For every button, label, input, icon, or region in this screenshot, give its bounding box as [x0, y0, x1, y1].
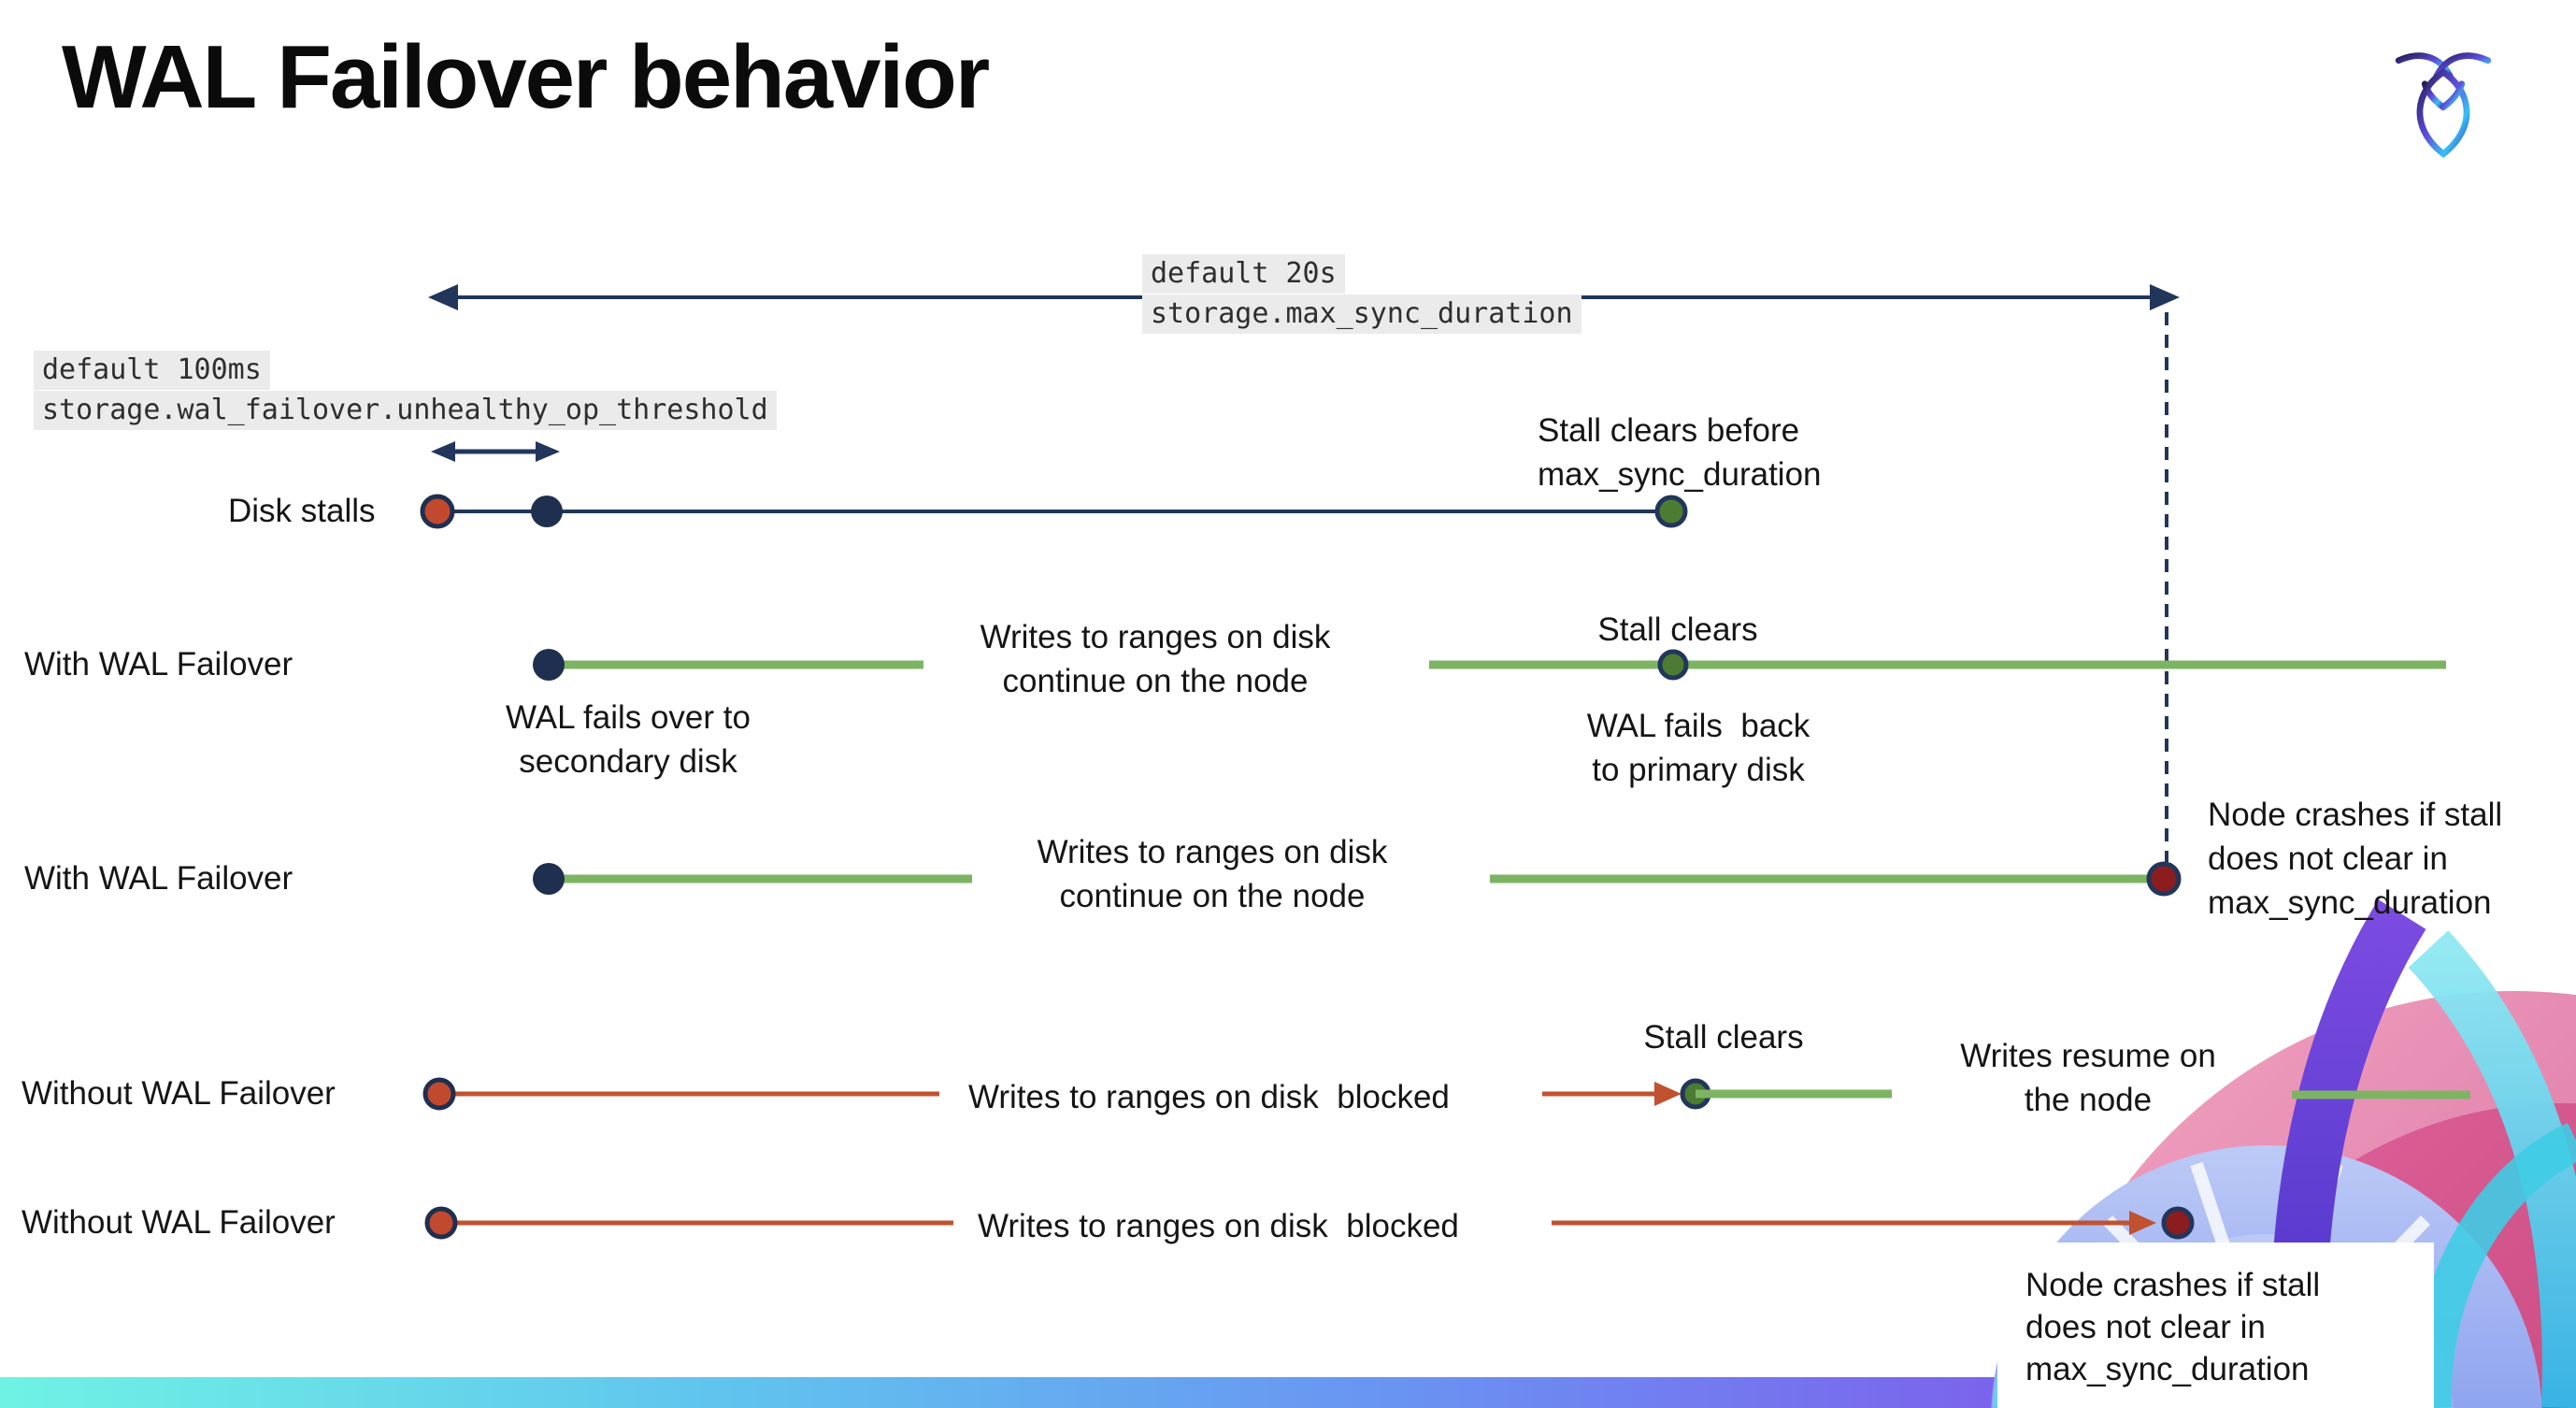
writes-blocked-row4-annotation: Writes to ranges on disk blocked: [968, 1079, 1450, 1115]
writes-continue-row3-annotation: Writes to ranges on disk continue on the…: [1037, 834, 1388, 914]
max-sync-default-label: default 20s: [1142, 254, 1345, 294]
small-arrowhead-right-icon: [536, 441, 560, 462]
row3-failover-dot: [533, 863, 565, 895]
row4-label: Without WAL Failover: [21, 1075, 336, 1112]
stall-clears-row2-annotation: Stall clears: [1597, 611, 1758, 648]
row5-red-arrowhead-icon: [2129, 1211, 2156, 1235]
row4-red-arrowhead-icon: [1654, 1082, 1682, 1106]
writes-continue-row2-annotation: Writes to ranges on disk continue on the…: [980, 619, 1331, 699]
row2-label: With WAL Failover: [24, 646, 293, 682]
arrowhead-left-icon: [428, 284, 458, 310]
row1-stall-clears-dot: [1654, 495, 1688, 528]
node-crashes-row5-annotation: Node crashes if stall does not clear in …: [2025, 1267, 2321, 1387]
row5-stall-start-dot: [424, 1206, 458, 1240]
max-sync-setting-name: storage.max_sync_duration: [1142, 295, 1581, 334]
cockroachdb-logo-icon: [2395, 52, 2492, 158]
row5-node-crash-dot: [2161, 1206, 2195, 1240]
writes-resume-annotation: Writes resume on the node: [1960, 1038, 2216, 1118]
row1-threshold-dot: [531, 496, 563, 527]
row1-stall-start-dot: [420, 494, 455, 529]
small-arrowhead-left-icon: [431, 441, 455, 462]
wal-fails-over-annotation: WAL fails over to secondary disk: [506, 699, 751, 780]
row1-label: Disk stalls: [228, 493, 376, 529]
stall-clears-before-annotation: Stall clears before max_sync_duration: [1538, 412, 1822, 493]
unhealthy-op-default-label: default 100ms: [34, 351, 270, 390]
writes-blocked-row5-annotation: Writes to ranges on disk blocked: [978, 1208, 1459, 1244]
row4-stall-start-dot: [422, 1077, 456, 1111]
wal-fails-back-annotation: WAL fails back to primary disk: [1586, 708, 1810, 788]
stall-clears-row4-annotation: Stall clears: [1643, 1019, 1804, 1056]
row3-label: With WAL Failover: [24, 860, 293, 897]
row2-failover-dot: [533, 649, 565, 681]
unhealthy-op-setting-name: storage.wal_failover.unhealthy_op_thresh…: [34, 391, 777, 430]
row5-label: Without WAL Failover: [21, 1204, 336, 1241]
page-title: WAL Failover behavior: [62, 27, 990, 127]
row2-stall-clears-dot: [1657, 649, 1689, 681]
row3-node-crash-dot: [2146, 861, 2182, 897]
arrowhead-right-icon: [2150, 284, 2180, 310]
node-crash-callout-box: Node crashes if stall does not clear in …: [1997, 1243, 2434, 1408]
node-crashes-row3-annotation: Node crashes if stall does not clear in …: [2208, 797, 2503, 921]
